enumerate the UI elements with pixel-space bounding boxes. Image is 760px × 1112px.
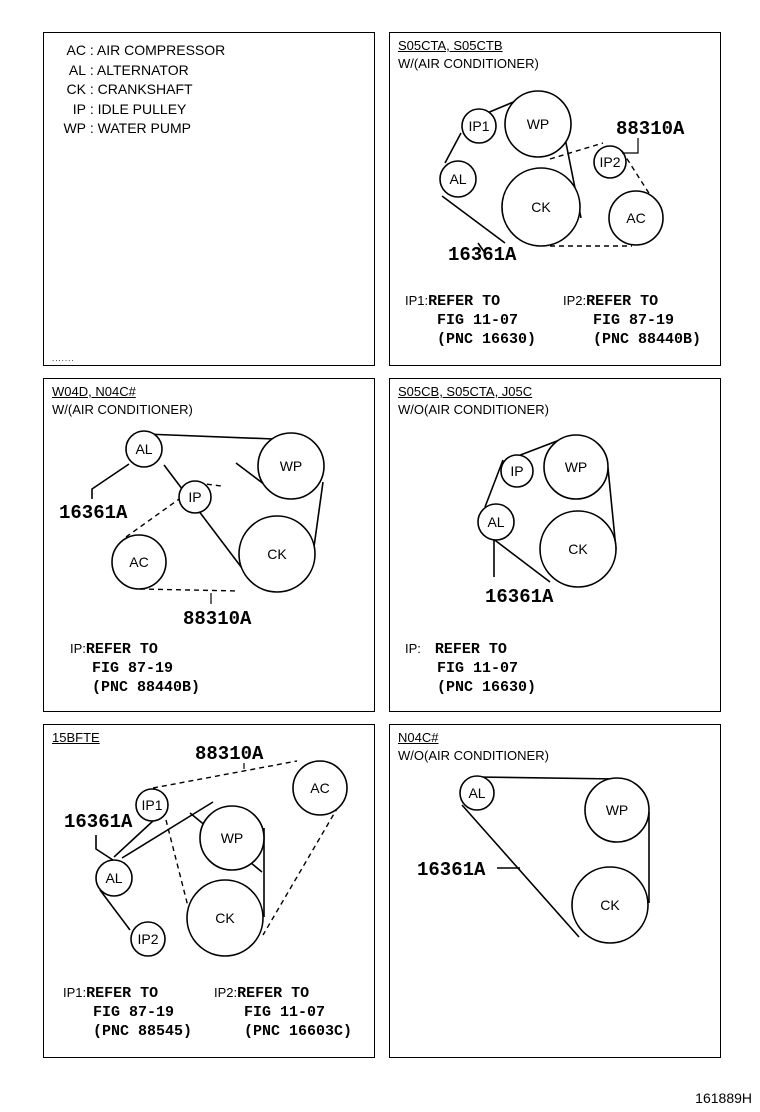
reference-note: IP1:REFER TO FIG 11-07 (PNC 16630)	[405, 293, 537, 348]
al-label: AL	[105, 870, 122, 886]
legend-panel: AC : AIR COMPRESSOR AL : ALTERNATOR CK :…	[43, 32, 375, 366]
legend: AC : AIR COMPRESSOR AL : ALTERNATOR CK :…	[56, 41, 225, 139]
belt-diagram-5: AL WP CK 16361A	[417, 775, 650, 944]
al-label: AL	[135, 441, 152, 457]
panel-header: W04D, N04C# W/(AIR CONDITIONER)	[52, 383, 193, 419]
panel-corner-mark: .......	[52, 354, 75, 363]
wp-label: WP	[606, 802, 629, 818]
wp-label: WP	[221, 830, 244, 846]
panel-n04c-wo-ac: AL WP CK 16361A N04C# W/O(AIR CONDITIONE…	[389, 724, 721, 1058]
ip-label: IP	[510, 463, 523, 479]
condition: W/(AIR CONDITIONER)	[398, 56, 539, 71]
condition: W/(AIR CONDITIONER)	[52, 402, 193, 417]
engine-codes: S05CB, S05CTA, J05C	[398, 384, 533, 399]
belt-diagram-3: IP WP AL CK 16361A	[477, 434, 617, 608]
belt-diagram-2: AL WP IP AC CK 16361A 88310A	[59, 430, 325, 630]
panel-s05cta-s05ctb: IP1 WP IP2 AL CK AC 88310A 16361A S05CTA…	[389, 32, 721, 366]
wp-label: WP	[280, 458, 303, 474]
engine-codes: W04D, N04C#	[52, 384, 136, 399]
ck-label: CK	[215, 910, 235, 926]
ip2-label: IP2	[137, 931, 158, 947]
belt-diagram-1: IP1 WP IP2 AL CK AC 88310A 16361A	[439, 90, 685, 266]
part-number-16361a: 16361A	[485, 586, 554, 608]
condition: W/O(AIR CONDITIONER)	[398, 402, 549, 417]
ac-label: AC	[626, 210, 645, 226]
figure-id: 161889H	[695, 1090, 752, 1106]
legend-item: WP : WATER PUMP	[63, 120, 192, 136]
reference-note: IP:REFER TO FIG 87-19 (PNC 88440B)	[70, 641, 201, 696]
ck-label: CK	[531, 199, 551, 215]
legend-item: IP : IDLE PULLEY	[72, 100, 187, 117]
part-number-16361a: 16361A	[59, 502, 128, 524]
ck-label: CK	[600, 897, 620, 913]
part-number-16361a: 16361A	[64, 811, 133, 833]
al-label: AL	[449, 171, 466, 187]
ck-label: CK	[568, 541, 588, 557]
panel-15bfte: IP1 AC WP AL CK IP2 88310A 16361A 15BFTE…	[43, 724, 375, 1058]
engine-codes: 15BFTE	[52, 730, 100, 745]
legend-item: AL : ALTERNATOR	[68, 61, 189, 78]
reference-note: IP1:REFER TO FIG 87-19 (PNC 88545)	[63, 985, 193, 1040]
reference-note: IP:REFER TO FIG 11-07 (PNC 16630)	[405, 641, 537, 696]
condition: W/O(AIR CONDITIONER)	[398, 748, 549, 763]
reference-note: IP2:REFER TO FIG 87-19 (PNC 88440B)	[563, 293, 702, 348]
part-number-88310a: 88310A	[616, 118, 685, 140]
engine-codes: N04C#	[398, 730, 439, 745]
panel-s05cb-s05cta-j05c: IP WP AL CK 16361A S05CB, S05CTA, J05C W…	[389, 378, 721, 712]
ip1-label: IP1	[468, 118, 489, 134]
part-number-88310a: 88310A	[183, 608, 252, 630]
ip-label: IP	[188, 489, 201, 505]
ac-label: AC	[129, 554, 148, 570]
reference-note: IP2:REFER TO FIG 11-07 (PNC 16603C)	[214, 985, 353, 1040]
ac-label: AC	[310, 780, 329, 796]
engine-codes: S05CTA, S05CTB	[398, 38, 503, 53]
panel-header: S05CTA, S05CTB W/(AIR CONDITIONER)	[398, 37, 539, 73]
legend-item: AC : AIR COMPRESSOR	[66, 42, 226, 58]
al-label: AL	[487, 514, 504, 530]
al-label: AL	[468, 785, 485, 801]
panel-w04d-n04c: AL WP IP AC CK 16361A 88310A W04D, N04C#…	[43, 378, 375, 712]
part-number-16361a: 16361A	[417, 859, 486, 881]
panel-header: N04C# W/O(AIR CONDITIONER)	[398, 729, 549, 765]
panel-header: S05CB, S05CTA, J05C W/O(AIR CONDITIONER)	[398, 383, 549, 419]
belt-diagram-4: IP1 AC WP AL CK IP2 88310A 16361A	[64, 743, 348, 957]
wp-label: WP	[527, 116, 550, 132]
ip2-label: IP2	[599, 154, 620, 170]
part-number-88310a: 88310A	[195, 743, 264, 765]
panel-header: 15BFTE	[52, 729, 100, 747]
ip1-label: IP1	[141, 797, 162, 813]
part-number-16361a: 16361A	[448, 244, 517, 266]
wp-label: WP	[565, 459, 588, 475]
ck-label: CK	[267, 546, 287, 562]
legend-item: CK : CRANKSHAFT	[66, 81, 193, 97]
